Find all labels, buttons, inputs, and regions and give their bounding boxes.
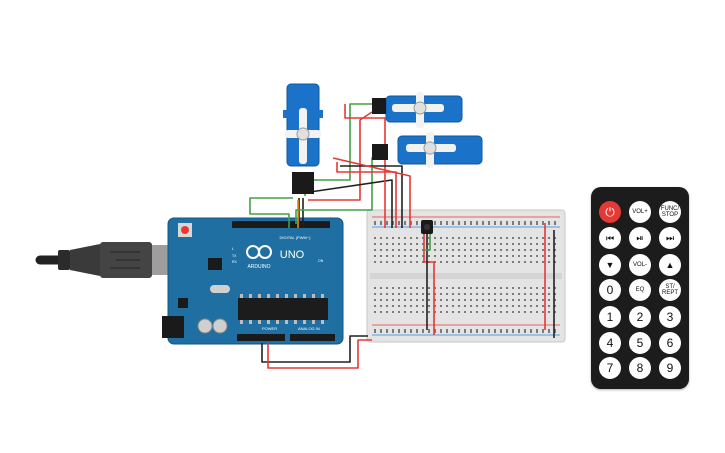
remote-button-next[interactable]: ⏭ <box>659 227 681 249</box>
l-led-label: L <box>232 247 234 251</box>
remote-button-two[interactable]: 2 <box>629 306 651 328</box>
remote-button-func-stop[interactable]: FUNC/ STOP <box>659 201 681 223</box>
remote-button-eq[interactable]: EQ <box>629 279 651 301</box>
breadboard[interactable] <box>366 209 566 343</box>
remote-button-zero[interactable]: 0 <box>599 279 621 301</box>
analog-header-label: ANALOG IN <box>298 326 320 331</box>
remote-button-st-rept[interactable]: ST/ REPT <box>659 279 681 301</box>
servo-motor-1[interactable] <box>283 83 323 194</box>
arduino-model-label: UNO <box>280 249 305 261</box>
usb-cable[interactable] <box>35 242 193 278</box>
tx-label: TX <box>232 254 237 258</box>
remote-button-prev[interactable]: ⏮ <box>599 227 621 249</box>
arduino-brand-label: ARDUINO <box>247 264 270 270</box>
remote-button-vol-down[interactable]: VOL- <box>629 254 651 276</box>
ir-receiver[interactable] <box>421 220 433 234</box>
remote-button-power[interactable]: ⏻ <box>599 201 621 223</box>
wires[interactable] <box>249 103 555 369</box>
arduino-uno-board[interactable]: ARDUINO UNO DIGITAL (PWM~) POWER ANALOG … <box>162 217 344 345</box>
remote-button-seven[interactable]: 7 <box>599 357 621 379</box>
remote-button-vol-up[interactable]: VOL+ <box>629 201 651 223</box>
remote-button-eight[interactable]: 8 <box>629 357 651 379</box>
power-header-label: POWER <box>262 326 277 331</box>
remote-button-four[interactable]: 4 <box>599 332 621 354</box>
remote-button-down[interactable]: ▼ <box>599 254 621 276</box>
rx-label: RX <box>232 260 238 264</box>
remote-button-five[interactable]: 5 <box>629 332 651 354</box>
remote-button-three[interactable]: 3 <box>659 306 681 328</box>
remote-button-nine[interactable]: 9 <box>659 357 681 379</box>
servo-motor-2[interactable] <box>372 92 463 128</box>
remote-button-one[interactable]: 1 <box>599 306 621 328</box>
remote-button-up[interactable]: ▲ <box>659 254 681 276</box>
servo-motor-3[interactable] <box>372 132 483 168</box>
digital-header-label: DIGITAL (PWM~) <box>280 235 312 240</box>
remote-button-play-pause[interactable]: ⏯ <box>629 227 651 249</box>
remote-button-six[interactable]: 6 <box>659 332 681 354</box>
on-led-label: ON <box>318 259 324 263</box>
